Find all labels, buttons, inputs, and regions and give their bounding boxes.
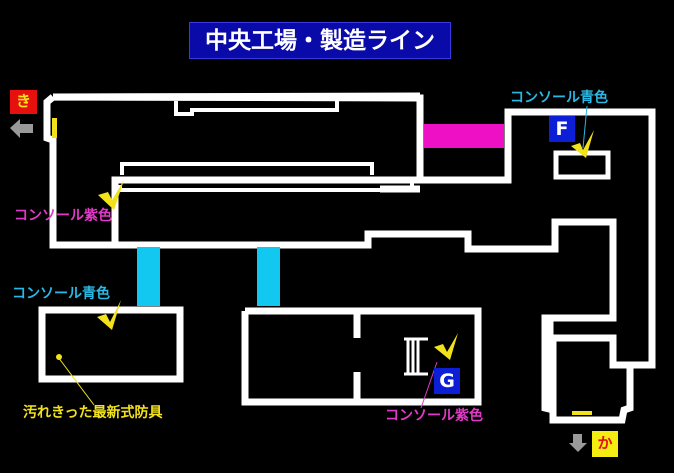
label-console-purple-lower: コンソール紫色	[385, 408, 483, 424]
small-room-near-F	[553, 150, 611, 180]
door-cyan-left	[137, 247, 160, 306]
right-wing-walls	[364, 108, 656, 424]
door-magenta	[424, 124, 504, 148]
marker-g: G	[434, 368, 460, 394]
item-dot	[56, 354, 62, 360]
label-console-purple-upper-left: コンソール紫色	[14, 208, 112, 224]
exit-ki-badge[interactable]: き	[10, 90, 37, 114]
label-console-blue-left: コンソール青色	[12, 286, 110, 302]
arrow-left-icon	[10, 119, 33, 138]
check-icon	[97, 130, 594, 360]
arrow-down-icon	[569, 434, 587, 452]
exit-bar-ka	[572, 411, 592, 415]
exit-bar-ki	[52, 118, 57, 138]
door-cyan-right	[257, 247, 280, 306]
marker-f: F	[549, 116, 575, 142]
map-title: 中央工場・製造ライン	[189, 22, 451, 59]
exit-ka-badge[interactable]: か	[592, 431, 618, 457]
label-console-blue-upper-right: コンソール青色	[510, 90, 608, 106]
label-item-armor: 汚れきった最新式防具	[23, 405, 163, 421]
stairs-icon	[404, 337, 428, 376]
leader-line	[57, 356, 95, 406]
lower-center-walls	[241, 307, 482, 406]
leader-line	[582, 105, 588, 149]
